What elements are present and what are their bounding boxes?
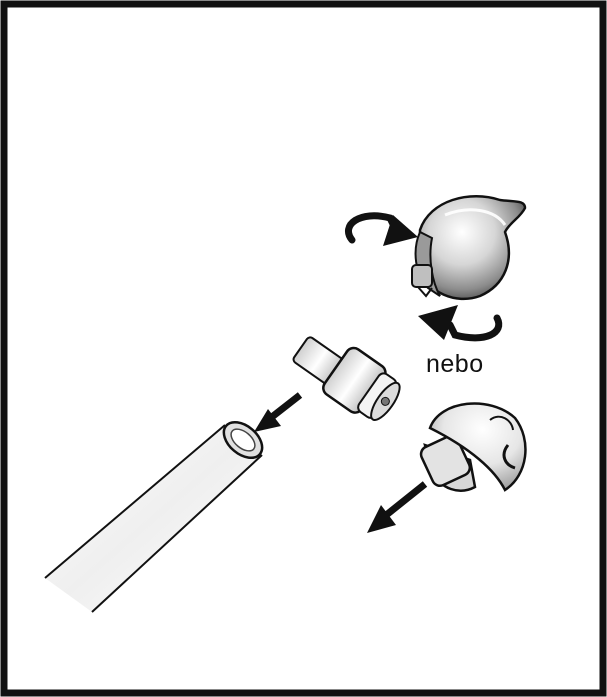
or-label: nebo [426,350,484,379]
